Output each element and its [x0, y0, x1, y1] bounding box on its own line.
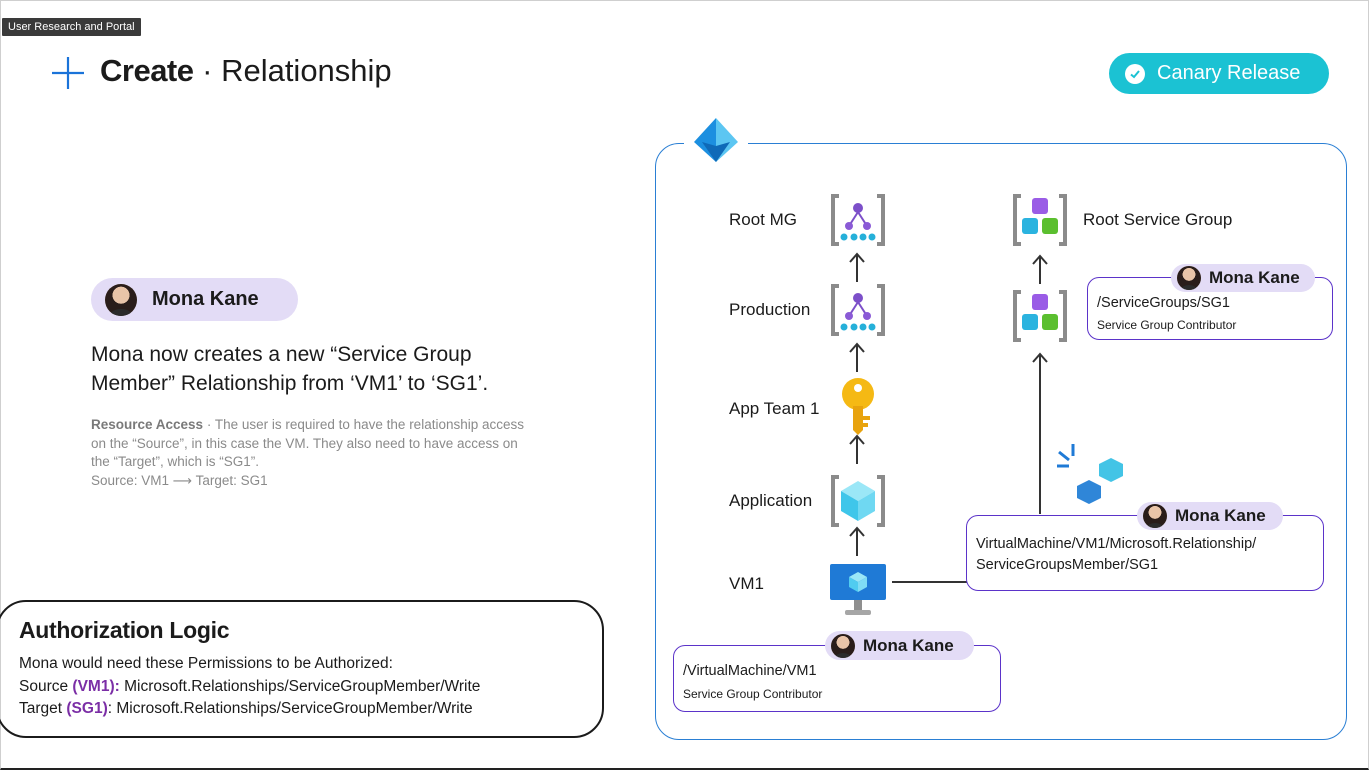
- cube-icon: [831, 475, 885, 527]
- service-group-arrows: [1032, 254, 1048, 514]
- relationship-icon: [1057, 444, 1123, 504]
- page-title: Create · Relationship: [100, 53, 392, 89]
- key-icon: [842, 378, 874, 435]
- note-text: · The user is required to have the relat…: [91, 417, 524, 469]
- persona-pill: Mona Kane: [91, 278, 298, 321]
- azure-pyramid-icon: [694, 118, 738, 162]
- persona-name: Mona Kane: [863, 635, 954, 655]
- avatar: [105, 283, 137, 316]
- management-group-icon: [831, 284, 885, 336]
- target-permission: : Microsoft.Relationships/ServiceGroupMe…: [107, 700, 473, 717]
- note-bold: Resource Access: [91, 417, 204, 432]
- vm1-path: /VirtualMachine/VM1: [683, 663, 817, 679]
- headline-text: Mona now creates a new “Service Group Me…: [91, 343, 489, 395]
- management-group-icon: [831, 194, 885, 246]
- source-label: Source: [19, 678, 73, 695]
- source-id: (VM1):: [72, 678, 120, 695]
- title-rest: Relationship: [221, 53, 392, 88]
- sg1-role: Service Group Contributor: [1097, 318, 1237, 332]
- sg1-persona: Mona Kane: [1171, 264, 1315, 292]
- node-vm1: VM1: [729, 574, 764, 593]
- monitor-icon: [830, 564, 886, 615]
- hierarchy-arrows: [849, 252, 865, 556]
- authorization-source: Source (VM1): Microsoft.Relationships/Se…: [19, 678, 480, 696]
- avatar: [831, 633, 855, 658]
- avatar: [1143, 504, 1167, 528]
- source-permission: Microsoft.Relationships/ServiceGroupMemb…: [119, 678, 481, 695]
- title-separator: ·: [193, 53, 222, 88]
- relationship-path: VirtualMachine/VM1/Microsoft.Relationshi…: [976, 536, 1257, 552]
- authorization-target: Target (SG1): Microsoft.Relationships/Se…: [19, 700, 473, 718]
- plus-icon: [52, 57, 84, 89]
- relationship-persona: Mona Kane: [1137, 502, 1283, 530]
- persona-name: Mona Kane: [152, 288, 259, 310]
- node-app-team: App Team 1: [729, 399, 820, 418]
- persona-name: Mona Kane: [1175, 506, 1266, 525]
- node-production: Production: [729, 300, 811, 319]
- node-root-service-group: Root Service Group: [1083, 210, 1233, 229]
- sg1-path: /ServiceGroups/SG1: [1097, 295, 1230, 311]
- service-group-icon: [1013, 194, 1067, 246]
- target-id: (SG1): [66, 700, 108, 717]
- authorization-intro: Mona would need these Permissions to be …: [19, 655, 393, 672]
- section-tag: User Research and Portal: [2, 18, 141, 36]
- note-flow: Source: VM1 ⟶ Target: SG1: [91, 472, 268, 488]
- persona-name: Mona Kane: [1209, 268, 1300, 287]
- service-group-icon: [1013, 290, 1067, 342]
- vm1-persona: Mona Kane: [825, 631, 974, 660]
- connector-line: [892, 581, 968, 583]
- diagram-panel: [655, 143, 1347, 740]
- relationship-path-2: ServiceGroupsMember/SG1: [976, 557, 1159, 573]
- canary-release-badge[interactable]: Canary Release: [1109, 53, 1329, 94]
- node-application: Application: [729, 491, 813, 510]
- vm1-role: Service Group Contributor: [683, 687, 823, 701]
- badge-label: Canary Release: [1157, 62, 1301, 84]
- avatar: [1177, 266, 1201, 290]
- check-circle-icon: [1125, 63, 1145, 84]
- node-root-mg: Root MG: [729, 210, 798, 229]
- resource-access-note: Resource Access · The user is required t…: [91, 416, 531, 490]
- authorization-title: Authorization Logic: [19, 617, 230, 643]
- target-label: Target: [19, 700, 67, 717]
- title-bold: Create: [100, 53, 194, 88]
- authorization-box: [0, 600, 604, 738]
